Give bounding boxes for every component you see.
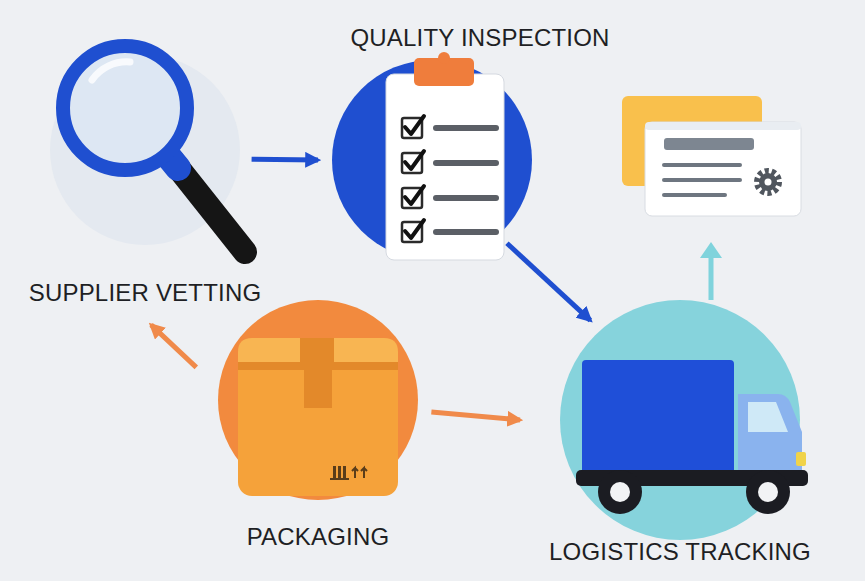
flow-arrow — [507, 243, 590, 320]
process-node: PACKAGING — [218, 300, 418, 500]
node-circle-shape — [50, 55, 240, 245]
truck-icon — [576, 360, 808, 514]
node-label: QUALITY INSPECTION — [350, 24, 609, 52]
flow-arrow — [151, 325, 196, 367]
process-node: LOGISTICS TRACKING — [560, 300, 800, 540]
parcel-box-icon — [238, 338, 398, 496]
supplier-vetting-circle — [50, 55, 240, 245]
clipboard-icon — [386, 52, 504, 260]
node-circle-shape — [332, 60, 532, 260]
node-circle-shape — [218, 300, 418, 500]
quality-inspection-circle — [332, 60, 532, 260]
flow-arrow — [431, 412, 520, 420]
flow-arrow — [252, 157, 318, 163]
certificate-cards — [622, 96, 801, 216]
node-circle-shape — [560, 300, 800, 540]
node-label: LOGISTICS TRACKING — [549, 538, 811, 566]
node-label: PACKAGING — [247, 523, 390, 551]
process-node: SUPPLIER VETTING — [50, 55, 240, 245]
magnifier-icon — [63, 46, 245, 252]
process-node: QUALITY INSPECTION — [332, 60, 532, 260]
logistics-tracking-circle — [560, 300, 800, 540]
packaging-circle — [218, 300, 418, 500]
flow-arrow — [700, 242, 722, 300]
node-label: SUPPLIER VETTING — [29, 279, 262, 307]
